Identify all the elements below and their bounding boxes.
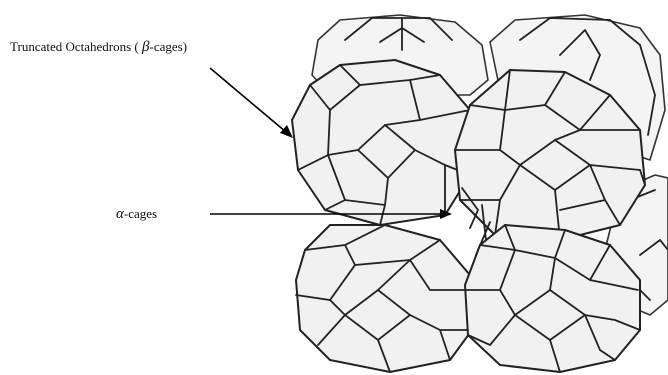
beta-cage-label: Truncated Octahedrons ( β-cages) <box>10 40 187 55</box>
beta-label-suffix: -cages) <box>150 39 188 54</box>
beta-symbol: β <box>142 39 149 55</box>
beta-cage-bottom-left <box>296 225 472 372</box>
beta-label-prefix: Truncated Octahedrons ( <box>10 39 142 54</box>
beta-cage-top-left <box>292 60 470 225</box>
alpha-symbol: α <box>116 206 124 222</box>
alpha-label-suffix: -cages <box>124 206 157 221</box>
alpha-cage-label: α-cages <box>116 207 157 222</box>
beta-cage-arrow <box>210 68 293 138</box>
